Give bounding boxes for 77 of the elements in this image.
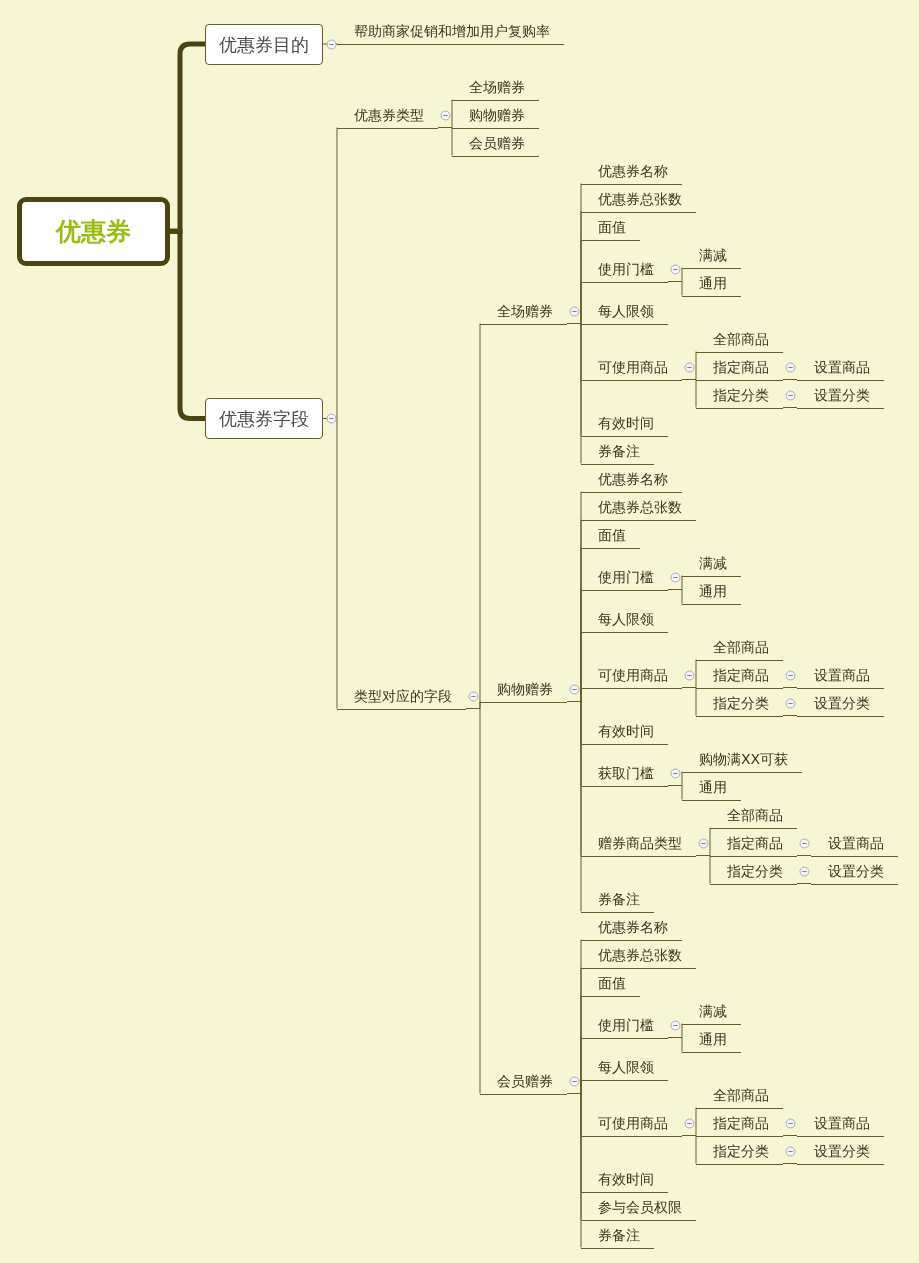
branch-topic: 通用 [682, 269, 741, 297]
branch-topic: 优惠券总张数 [581, 493, 696, 521]
branch-line [796, 855, 812, 856]
branch-topic: 全部商品 [696, 325, 783, 353]
branch-line [566, 1093, 582, 1248]
branch-topic: 设置商品 [797, 661, 884, 689]
branch-line [782, 407, 798, 408]
branch-topic: 指定商品 [710, 829, 797, 857]
branch-topic: 券备注 [581, 885, 654, 913]
topic-box: 优惠券目的 [205, 23, 323, 65]
branch-topic: 面值 [581, 969, 640, 997]
branch-topic: 使用门槛 [581, 1011, 668, 1039]
branch-topic: 通用 [682, 1025, 741, 1053]
branch-topic: 券备注 [581, 437, 654, 465]
branch-topic: 指定分类 [710, 857, 797, 885]
branch-topic: 通用 [682, 773, 741, 801]
branch-line [796, 883, 812, 884]
branch-topic: 优惠券名称 [581, 465, 682, 493]
branch-topic: 券备注 [581, 1221, 654, 1249]
branch-topic: 购物赠券 [480, 675, 567, 703]
branch-topic: 可使用商品 [581, 661, 682, 689]
branch-topic: 面值 [581, 521, 640, 549]
branch-topic: 每人限领 [581, 1053, 668, 1081]
branch-topic: 全部商品 [696, 633, 783, 661]
branch-topic: 指定分类 [696, 1137, 783, 1165]
branch-topic: 会员赠券 [480, 1067, 567, 1095]
branch-topic: 有效时间 [581, 717, 668, 745]
branch-topic: 全场赠券 [480, 297, 567, 325]
branch-topic: 优惠券类型 [337, 101, 438, 129]
branch-topic: 每人限领 [581, 605, 668, 633]
branch-topic: 设置商品 [797, 1109, 884, 1137]
branch-topic: 全部商品 [710, 801, 797, 829]
branch-topic: 指定商品 [696, 353, 783, 381]
branch-line [782, 715, 798, 716]
branch-topic: 全场赠券 [452, 73, 539, 101]
branch-topic: 使用门槛 [581, 563, 668, 591]
branch-topic: 设置商品 [811, 829, 898, 857]
branch-topic: 指定商品 [696, 1109, 783, 1137]
branch-topic: 可使用商品 [581, 1109, 682, 1137]
branch-topic: 获取门槛 [581, 759, 668, 787]
branch-topic: 有效时间 [581, 1165, 668, 1193]
branch-topic: 有效时间 [581, 409, 668, 437]
branch-topic: 可使用商品 [581, 353, 682, 381]
branch-topic: 优惠券总张数 [581, 185, 696, 213]
branch-topic: 帮助商家促销和增加用户复购率 [337, 17, 564, 45]
branch-topic: 满减 [682, 997, 741, 1025]
branch-topic: 面值 [581, 213, 640, 241]
branch-topic: 使用门槛 [581, 255, 668, 283]
branch-line [782, 687, 798, 688]
branch-topic: 指定分类 [696, 689, 783, 717]
branch-topic: 优惠券名称 [581, 913, 682, 941]
branch-topic: 会员赠券 [452, 129, 539, 157]
branch-topic: 购物赠券 [452, 101, 539, 129]
branch-topic: 满减 [682, 241, 741, 269]
branch-topic: 设置商品 [797, 353, 884, 381]
central-topic-box: 优惠券 [17, 196, 170, 266]
branch-line [782, 1135, 798, 1136]
branch-line [566, 701, 582, 912]
branch-topic: 指定商品 [696, 661, 783, 689]
branch-topic: 优惠券总张数 [581, 941, 696, 969]
branch-topic: 设置分类 [797, 1137, 884, 1165]
branch-topic: 设置分类 [797, 689, 884, 717]
branch-topic: 参与会员权限 [581, 1193, 696, 1221]
branch-topic: 设置分类 [811, 857, 898, 885]
branch-line [782, 379, 798, 380]
branch-topic: 优惠券名称 [581, 157, 682, 185]
branch-topic: 设置分类 [797, 381, 884, 409]
branch-topic: 购物满XX可获 [682, 745, 803, 773]
branch-topic: 每人限领 [581, 297, 668, 325]
topic-box: 优惠券字段 [205, 398, 323, 439]
branch-topic: 赠券商品类型 [581, 829, 696, 857]
branch-topic: 通用 [682, 577, 741, 605]
branch-topic: 类型对应的字段 [337, 682, 466, 710]
branch-line [782, 1163, 798, 1164]
branch-topic: 满减 [682, 549, 741, 577]
branch-topic: 指定分类 [696, 381, 783, 409]
branch-topic: 全部商品 [696, 1081, 783, 1109]
